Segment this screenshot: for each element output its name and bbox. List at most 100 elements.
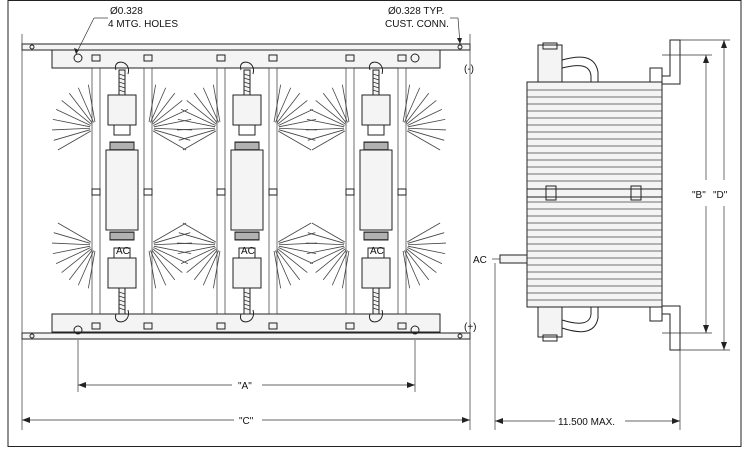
bolt <box>91 322 101 330</box>
heatsink-fin <box>193 249 218 281</box>
stud-thread <box>243 81 251 85</box>
heatsink-fin <box>177 242 216 246</box>
heatsink-fin <box>53 232 91 244</box>
bottom-terminal-nut <box>542 334 558 342</box>
heatsink-fin <box>404 87 421 123</box>
mounting-hole <box>29 44 35 50</box>
heatsink-fin <box>52 242 91 246</box>
module-body <box>105 149 139 231</box>
ac-label: AC <box>370 246 384 257</box>
side-ac-label: AC <box>473 255 487 266</box>
upper-clamp <box>363 141 389 151</box>
stud-thread <box>118 81 126 85</box>
ac-stud <box>499 254 528 264</box>
heatsink-fin <box>276 249 301 281</box>
heatsink-fin <box>57 222 92 243</box>
frame-mtg-hole <box>73 325 83 335</box>
upper-diode-cell <box>107 94 137 126</box>
heatsink-rail <box>91 67 101 315</box>
dimension-arrow <box>703 325 709 333</box>
center-divider <box>526 188 663 198</box>
flex-lead <box>369 309 383 323</box>
top-module-stack <box>537 44 563 83</box>
heatsink-fin <box>152 248 183 273</box>
bolt <box>345 188 355 196</box>
heatsink-fin <box>193 92 218 124</box>
divider-bolt <box>545 185 557 201</box>
stud-thread <box>118 89 126 93</box>
bolt <box>216 54 226 62</box>
bottom-cable <box>561 307 592 324</box>
bolt <box>91 54 101 62</box>
stud-thread <box>372 77 380 81</box>
stud-thread <box>243 77 251 81</box>
heatsink-fin <box>331 87 348 123</box>
heatsink-fin <box>278 129 316 141</box>
heatsink-fin <box>307 232 345 244</box>
heatsink-rail <box>143 67 153 315</box>
heatsink-fin <box>177 245 216 254</box>
stud-thread <box>372 73 380 77</box>
bolt <box>91 188 101 196</box>
heatsink-fin <box>186 100 217 125</box>
dimension-c-label: "C" <box>239 416 254 427</box>
heatsink-fin <box>406 248 437 273</box>
heatsink-fin <box>306 245 345 254</box>
flex-lead <box>240 309 254 323</box>
heatsink-fin <box>153 119 192 128</box>
heatsink-fin <box>52 245 91 254</box>
heatsink-fin <box>277 248 308 273</box>
heatsink-fin <box>186 248 217 273</box>
heatsink-fin <box>307 129 345 141</box>
lower-diode-cell <box>361 257 391 289</box>
heatsink-fin <box>404 250 421 286</box>
heatsink-fin <box>406 130 441 151</box>
heatsink-fin <box>278 247 314 264</box>
stud-thread <box>372 85 380 89</box>
heatsink-fin <box>180 109 216 126</box>
diode-modules: AC AC AC <box>52 54 446 330</box>
stud-thread <box>243 291 251 295</box>
bottom-bus-bar <box>21 332 471 340</box>
heatsink-fin <box>306 119 345 128</box>
stud-thread <box>118 77 126 81</box>
heatsink-fin <box>202 250 219 286</box>
heatsink-fin <box>322 92 347 124</box>
conn-desc-label: CUST. CONN. <box>385 19 449 30</box>
heatsink-fin <box>309 247 345 264</box>
top-stud <box>118 69 126 96</box>
bottom-z-bracket <box>662 305 681 351</box>
side-depth-label: 11.500 MAX. <box>558 417 615 428</box>
dimension-arrow <box>721 40 727 48</box>
heatsink-fin <box>407 109 443 126</box>
bolt <box>143 54 153 62</box>
module-body <box>359 149 393 231</box>
heatsink-fin <box>315 248 346 273</box>
stud-thread <box>372 307 380 311</box>
ac-label: AC <box>241 246 255 257</box>
heatsink-rail <box>397 67 407 315</box>
stud-thread <box>243 299 251 303</box>
bolt <box>268 54 278 62</box>
heatsink-fin <box>278 119 317 128</box>
stud-thread <box>372 81 380 85</box>
bolt <box>397 54 407 62</box>
heatsink-fin <box>278 232 316 244</box>
lower-diode-cell <box>232 257 262 289</box>
ac-label: AC <box>116 246 130 257</box>
lower-diode-cell <box>107 257 137 289</box>
stud-thread <box>118 85 126 89</box>
upper-diode-cap <box>113 124 131 136</box>
stud-thread <box>243 295 251 299</box>
heatsink-fin <box>278 109 314 126</box>
top-busbar-bracket <box>649 67 663 83</box>
diode-module: AC <box>177 54 317 330</box>
heatsink-fin <box>306 127 345 131</box>
upper-diode-cell <box>232 94 262 126</box>
diode-module: AC <box>52 54 192 330</box>
upper-diode-cap <box>367 124 385 136</box>
heatsink-fin <box>153 245 192 254</box>
heatsink-fin <box>309 109 345 126</box>
heatsink-fin <box>182 130 217 151</box>
heatsink-fin <box>53 129 91 141</box>
